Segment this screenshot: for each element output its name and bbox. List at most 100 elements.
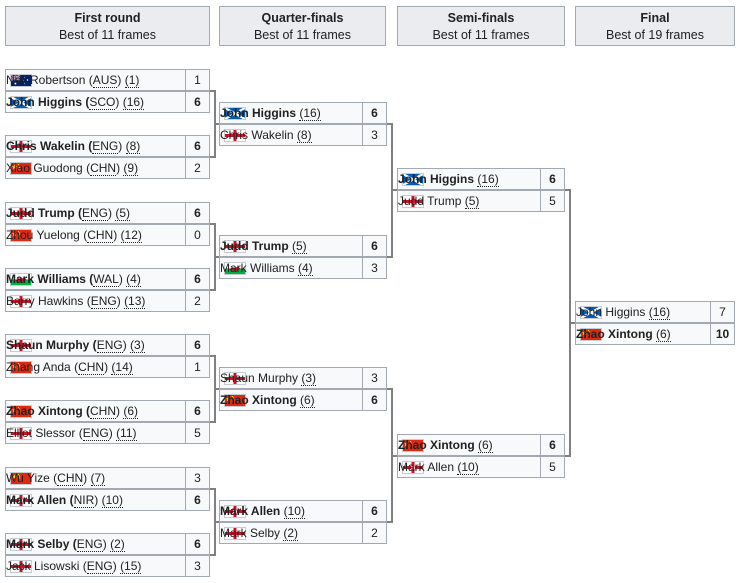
scotland-flag-icon[interactable] xyxy=(224,107,246,120)
player-name-link[interactable]: Mark Selby xyxy=(6,537,70,551)
china-flag-icon[interactable] xyxy=(10,162,32,175)
player-entry: Shaun Murphy (ENG) (3)6 xyxy=(5,334,210,356)
china-flag-icon[interactable] xyxy=(10,472,32,485)
seed-number: (6) xyxy=(300,393,315,408)
player-name-link[interactable]: John Higgins xyxy=(6,95,82,109)
player-name-link[interactable]: Mark Selby xyxy=(220,526,281,540)
player-name-link[interactable]: Elliot Slessor xyxy=(6,426,76,440)
player-name-link[interactable]: Judd Trump xyxy=(220,239,289,253)
player-name-link[interactable]: Wu Yize xyxy=(6,471,50,485)
player-name-link[interactable]: Zhao Xintong xyxy=(6,404,83,418)
england-flag-icon[interactable] xyxy=(224,129,246,142)
player-name-link[interactable]: Shaun Murphy xyxy=(6,338,90,352)
england-flag-icon[interactable] xyxy=(224,372,246,385)
wales-flag-icon[interactable] xyxy=(224,262,246,275)
wales-flag-icon[interactable] xyxy=(10,273,32,286)
player-name-link[interactable]: Mark Allen xyxy=(398,460,455,474)
seed-number: (12) xyxy=(120,228,142,243)
player-name-link[interactable]: Barry Hawkins xyxy=(6,294,84,308)
player-entry: Judd Trump (5)5 xyxy=(397,190,565,212)
england-flag-icon[interactable] xyxy=(10,427,32,440)
china-flag-icon[interactable] xyxy=(224,394,246,407)
player-label: John Higgins (16) xyxy=(220,103,321,123)
scotland-flag-icon[interactable] xyxy=(10,96,32,109)
china-flag-icon[interactable] xyxy=(10,361,32,374)
player-name-link[interactable]: Mark Allen xyxy=(6,493,67,507)
china-flag-icon[interactable] xyxy=(10,405,32,418)
player-entry: Mark Allen (10)5 xyxy=(397,456,565,478)
nationality-abbr[interactable]: ENG xyxy=(86,559,113,574)
northern-ireland-flag-icon[interactable] xyxy=(224,505,246,518)
nationality-abbr[interactable]: ENG xyxy=(82,206,109,221)
nationality-abbr[interactable]: CHN xyxy=(87,228,114,243)
player-name-link[interactable]: John Higgins xyxy=(220,106,296,120)
player-name-link[interactable]: Zhao Xintong xyxy=(576,327,653,341)
player-name-link[interactable]: Zhang Anda xyxy=(6,360,71,374)
england-flag-icon[interactable] xyxy=(402,195,424,208)
scotland-flag-icon[interactable] xyxy=(402,173,424,186)
player-name-link[interactable]: Chris Wakelin xyxy=(220,128,294,142)
player-name-link[interactable]: Jack Lisowski xyxy=(6,559,80,573)
northern-ireland-flag-icon[interactable] xyxy=(10,494,32,507)
nationality-abbr[interactable]: ENG xyxy=(82,426,109,441)
player-name-link[interactable]: Zhou Yuelong xyxy=(6,228,80,242)
player-name-link[interactable]: John Higgins xyxy=(398,172,474,186)
england-flag-icon[interactable] xyxy=(10,207,32,220)
round-title: First round xyxy=(74,11,141,25)
player-name-link[interactable]: John Higgins xyxy=(576,305,646,319)
northern-ireland-flag-icon[interactable] xyxy=(402,461,424,474)
scotland-flag-icon[interactable] xyxy=(580,306,602,319)
nationality-abbr[interactable]: WAL xyxy=(93,272,119,287)
nationality-abbr[interactable]: ENG xyxy=(96,338,123,353)
seed-number: (3) xyxy=(130,338,145,353)
frame-score: 3 xyxy=(362,258,386,278)
nationality-abbr[interactable]: CHN xyxy=(90,404,116,419)
nationality-abbr[interactable]: CHN xyxy=(78,360,105,375)
england-flag-icon[interactable] xyxy=(224,527,246,540)
frame-score: 6 xyxy=(362,236,386,256)
england-flag-icon[interactable] xyxy=(224,240,246,253)
player-name-link[interactable]: Mark Allen xyxy=(220,504,281,518)
england-flag-icon[interactable] xyxy=(10,560,32,573)
player-name-link[interactable]: Zhao Xintong xyxy=(220,393,297,407)
nationality-abbr[interactable]: CHN xyxy=(57,471,84,486)
player-name-link[interactable]: Xiao Guodong xyxy=(6,161,83,175)
frame-score: 2 xyxy=(185,158,209,178)
frame-score: 5 xyxy=(540,457,564,477)
england-flag-icon[interactable] xyxy=(10,140,32,153)
china-flag-icon[interactable] xyxy=(580,328,602,341)
nationality-abbr[interactable]: ENG xyxy=(92,139,119,154)
nationality-abbr[interactable]: CHN xyxy=(90,161,117,176)
frame-score: 6 xyxy=(185,92,209,112)
england-flag-icon[interactable] xyxy=(10,339,32,352)
player-label: John Higgins (16) xyxy=(398,169,499,189)
england-flag-icon[interactable] xyxy=(10,295,32,308)
player-name-link[interactable]: Mark Williams xyxy=(220,261,295,275)
player-name-link[interactable]: Judd Trump xyxy=(6,206,75,220)
player-name-link[interactable]: Zhao Xintong xyxy=(398,438,475,452)
bracket-line xyxy=(387,388,397,523)
player-label: Mark Williams (4) xyxy=(220,258,313,278)
frame-score: 6 xyxy=(362,103,386,123)
bracket-line xyxy=(210,90,219,158)
nationality-abbr[interactable]: AUS xyxy=(92,73,118,88)
player-entry: Neil Robertson (AUS) (1)1 xyxy=(5,69,210,91)
australia-flag-icon[interactable] xyxy=(10,74,32,87)
nationality-abbr[interactable]: NIR xyxy=(73,493,95,508)
nationality-abbr[interactable]: SCO xyxy=(89,95,116,110)
player-label: Chris Wakelin (8) xyxy=(220,125,312,145)
china-flag-icon[interactable] xyxy=(10,229,32,242)
nationality-abbr[interactable]: ENG xyxy=(90,294,117,309)
nationality-abbr[interactable]: ENG xyxy=(76,537,103,552)
frame-score: 3 xyxy=(362,368,386,388)
player-name-link[interactable]: Shaun Murphy xyxy=(220,371,299,385)
player-name-link[interactable]: Judd Trump xyxy=(398,194,462,208)
player-name-link[interactable]: Neil Robertson xyxy=(6,73,86,87)
player-name-link[interactable]: Mark Williams xyxy=(6,272,86,286)
player-name-link[interactable]: Chris Wakelin xyxy=(6,139,85,153)
seed-number: (9) xyxy=(123,161,139,176)
seed-number: (2) xyxy=(283,526,299,541)
round-title: Final xyxy=(640,11,670,25)
england-flag-icon[interactable] xyxy=(10,538,32,551)
china-flag-icon[interactable] xyxy=(402,439,424,452)
